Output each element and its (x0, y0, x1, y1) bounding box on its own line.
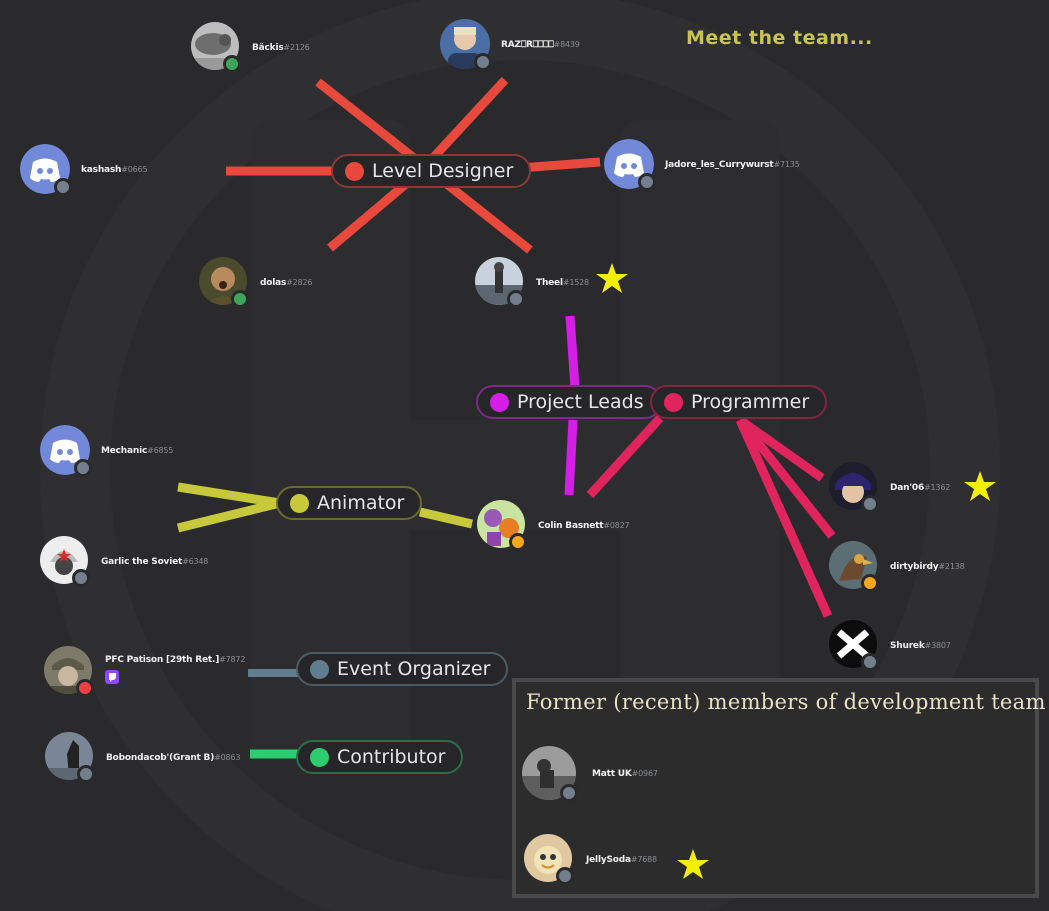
star-icon (596, 263, 628, 293)
status-online-icon (223, 55, 241, 73)
animator-lines (176, 482, 474, 533)
role-label: Contributor (337, 746, 446, 768)
status-online-icon (231, 290, 249, 308)
role-label: Programmer (691, 391, 810, 413)
member-name: Theel#1528 (536, 278, 589, 288)
status-offline-icon (861, 653, 879, 671)
role-label: Project Leads (517, 391, 644, 413)
member-name: Bobondacob'(Grant B)#0863 (106, 753, 241, 763)
member-name: Mechanic#6855 (101, 446, 174, 456)
role-color-dot (310, 659, 329, 679)
member-name: RAZ⎕R⎕⎕⎕⎕#8439 (501, 40, 580, 50)
status-offline-icon (77, 765, 95, 783)
member-name: Bäckis#2126 (252, 43, 310, 53)
former-members-panel: Former (recent) members of development t… (512, 678, 1045, 898)
status-idle-icon (861, 574, 879, 592)
role-animator[interactable]: Animator (276, 486, 423, 520)
project-leads-lines (564, 315, 580, 496)
member-name: Matt UK#0967 (592, 769, 658, 779)
programmer-lines (586, 414, 836, 618)
role-project-leads[interactable]: Project Leads (476, 385, 662, 419)
former-members-title: Former (recent) members of development t… (526, 690, 1046, 714)
member-name: Shurek#3807 (890, 641, 951, 651)
star-icon (964, 471, 996, 501)
role-programmer[interactable]: Programmer (650, 385, 828, 419)
status-dnd-icon (76, 679, 94, 697)
avatar (477, 500, 525, 548)
member-name: kashash#0665 (81, 165, 148, 175)
role-label: Level Designer (372, 160, 514, 182)
role-label: Event Organizer (337, 658, 491, 680)
status-offline-icon (72, 569, 90, 587)
role-label: Animator (317, 492, 405, 514)
status-offline-icon (556, 867, 574, 885)
role-contributor[interactable]: Contributor (296, 740, 464, 774)
status-offline-icon (638, 173, 656, 191)
role-color-dot (310, 747, 329, 767)
status-offline-icon (54, 178, 72, 196)
status-offline-icon (474, 53, 492, 71)
twitch-icon (105, 670, 119, 684)
role-event-organizer[interactable]: Event Organizer (296, 652, 509, 686)
member-name: Jadore_les_Currywurst#7135 (665, 160, 800, 170)
member-name: dirtybirdy#2138 (890, 562, 965, 572)
star-icon (677, 849, 709, 879)
avatar (829, 620, 877, 668)
status-offline-icon (861, 495, 879, 513)
status-offline-icon (507, 290, 525, 308)
status-idle-icon (509, 533, 527, 551)
member-name: dolas#2826 (260, 278, 313, 288)
avatar (829, 541, 877, 589)
role-color-dot (290, 493, 309, 513)
role-color-dot (490, 392, 509, 412)
status-offline-icon (560, 784, 578, 802)
role-color-dot (664, 392, 683, 412)
role-level-designer[interactable]: Level Designer (331, 154, 532, 188)
member-name: JellySoda#7688 (586, 855, 657, 865)
role-color-dot (345, 161, 364, 181)
member-name: Garlic the Soviet#6348 (101, 557, 209, 567)
member-name: PFC Patison [29th Ret.]#7872 (105, 655, 246, 665)
status-offline-icon (74, 459, 92, 477)
member-name: Dan'06#1362 (890, 483, 951, 493)
member-name: Colin Basnett#0827 (538, 521, 630, 531)
headline: Meet the team... (686, 27, 873, 49)
